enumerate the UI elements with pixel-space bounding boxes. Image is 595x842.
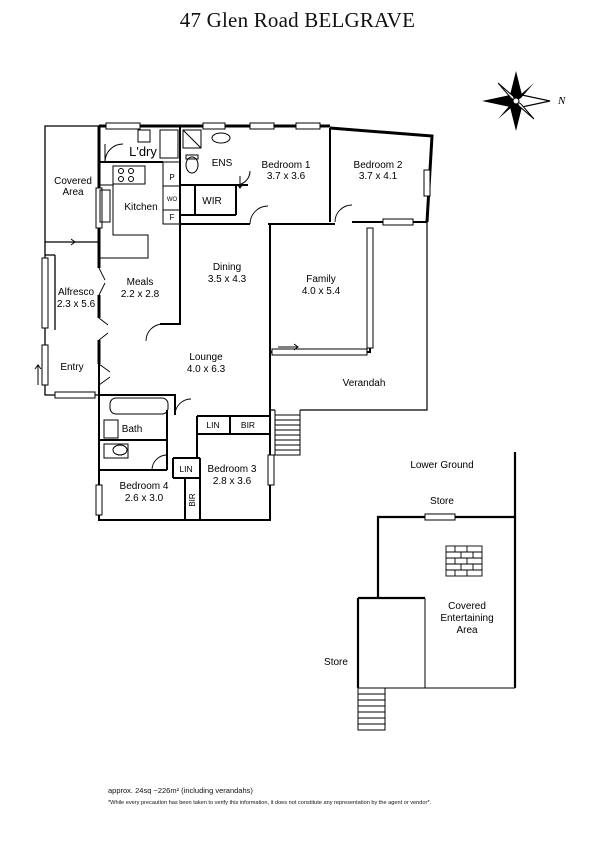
bath-label: Bath: [122, 424, 143, 435]
plan-title: 47 Glen Road BELGRAVE: [179, 8, 416, 32]
bedroom1-name: Bedroom 1: [262, 160, 311, 171]
compass-rose-icon: [482, 71, 551, 131]
family-dims: 4.0 x 5.4: [302, 286, 341, 297]
bedroom2-dims: 3.7 x 4.1: [359, 171, 398, 182]
covered-entertaining-label-3: Area: [456, 625, 478, 636]
lower-ground-walls: [356, 452, 517, 688]
store-left-label: Store: [324, 657, 348, 668]
bedroom4-name: Bedroom 4: [120, 481, 169, 492]
bath-fittings: [103, 397, 169, 459]
sliding-door-marks: [34, 176, 299, 385]
covered-area-label-1: Covered: [54, 176, 92, 187]
door-swings: [98, 204, 353, 471]
lower-ground-label: Lower Ground: [410, 460, 473, 471]
meals-dims: 2.2 x 2.8: [121, 289, 160, 300]
lounge-dims: 4.0 x 6.3: [187, 364, 226, 375]
lower-stairs: [357, 688, 386, 731]
dining-dims: 3.5 x 4.3: [208, 274, 247, 285]
windows: [41, 122, 431, 516]
laundry-label: L'dry: [129, 144, 157, 159]
disclaimer: *While every precaution has been taken t…: [108, 800, 432, 806]
alfresco-name: Alfresco: [58, 287, 95, 298]
pantry-label: P: [169, 173, 174, 182]
brick-bbq-icon: [445, 545, 483, 577]
bedroom2-name: Bedroom 2: [354, 160, 403, 171]
verandah-label: Verandah: [343, 378, 386, 389]
lin1-label: LIN: [206, 420, 219, 430]
wo-label: WO: [167, 197, 178, 203]
store-top-label: Store: [430, 496, 454, 507]
covered-entertaining-label-1: Covered: [448, 601, 486, 612]
compass-north-label: N: [557, 95, 566, 107]
bedroom3-dims: 2.8 x 3.6: [213, 476, 252, 487]
bedroom3-name: Bedroom 3: [208, 464, 257, 475]
kitchen-fittings: [99, 161, 181, 259]
bedroom1-dims: 3.7 x 3.6: [267, 171, 306, 182]
lounge-name: Lounge: [189, 352, 223, 363]
area-summary: approx. 24sq ~226m² (including verandahs…: [108, 786, 253, 795]
covered-entertaining-label-2: Entertaining: [440, 613, 493, 624]
lower-ground-thin: [358, 513, 515, 689]
covered-area-label-2: Area: [62, 187, 84, 198]
entry-label: Entry: [60, 362, 83, 373]
ensuite-label: ENS: [212, 158, 233, 169]
bir1-label: BIR: [241, 420, 255, 430]
verandah-outline: [269, 222, 428, 411]
covered-area-outline: [44, 125, 99, 396]
alfresco-dims: 2.3 x 5.6: [57, 299, 96, 310]
family-name: Family: [306, 274, 335, 285]
bir2-label: BIR: [188, 493, 197, 507]
kitchen-label: Kitchen: [124, 202, 157, 213]
wir-label: WIR: [202, 196, 221, 207]
meals-name: Meals: [127, 277, 154, 288]
bedroom4-dims: 2.6 x 3.0: [125, 493, 164, 504]
laundry-fittings: [104, 129, 179, 163]
lin2-label: LIN: [179, 464, 192, 474]
fridge-label: F: [170, 213, 175, 222]
verandah-stairs: [274, 410, 301, 456]
dining-name: Dining: [213, 262, 241, 273]
ensuite-fittings: [182, 129, 251, 186]
internal-walls: [98, 126, 427, 521]
